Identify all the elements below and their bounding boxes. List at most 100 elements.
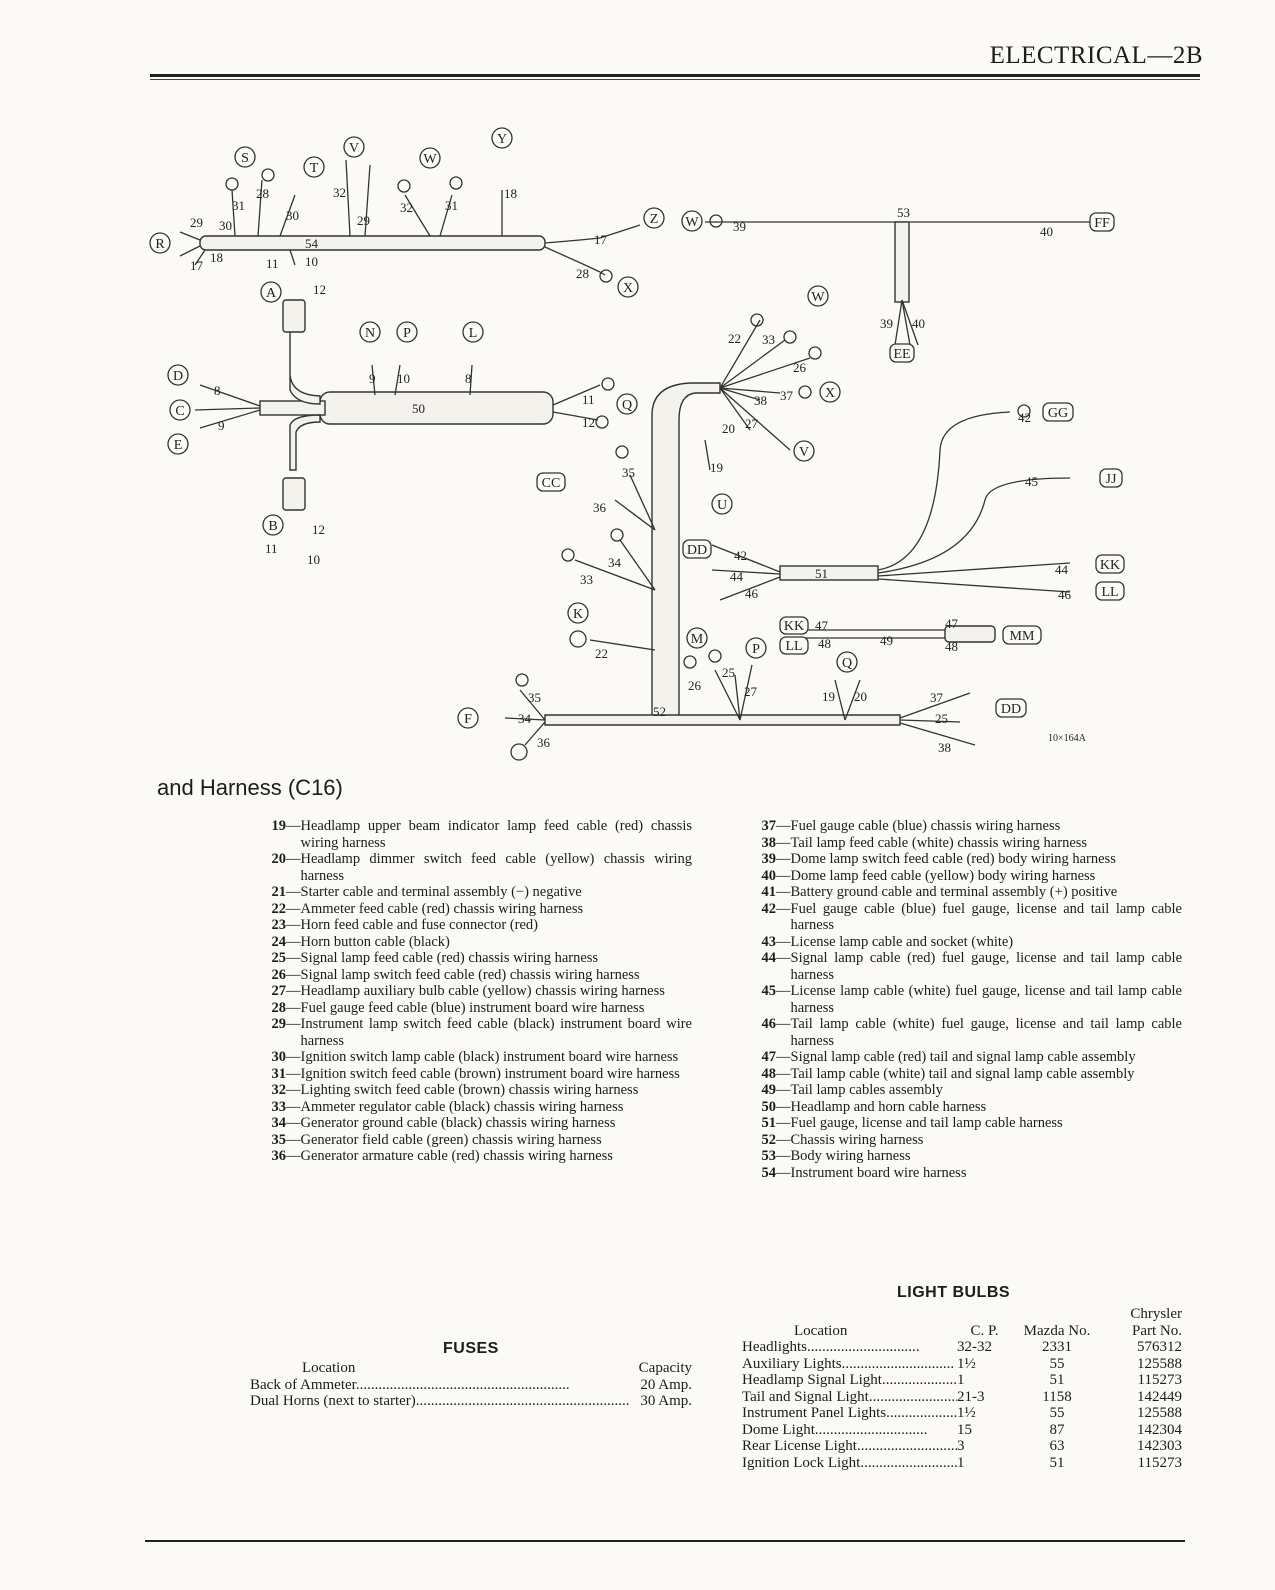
- svg-text:27: 27: [744, 684, 758, 699]
- svg-text:V: V: [349, 141, 359, 156]
- bulb-cp: 1½: [957, 1355, 976, 1372]
- legend-item: 22—Ammeter feed cable (red) chassis wiri…: [262, 901, 692, 918]
- bulb-part: 115273: [1137, 1372, 1182, 1388]
- bulb-cp: 1½: [957, 1405, 976, 1421]
- legend-item-number: 45: [761, 983, 777, 999]
- legend-item: 46—Tail lamp cable (white) fuel gauge, l…: [752, 1016, 1183, 1049]
- legend-item-text: Signal lamp cable (red) fuel gauge, lice…: [790, 950, 1183, 983]
- svg-text:28: 28: [576, 266, 589, 281]
- svg-text:K: K: [573, 607, 583, 622]
- svg-text:M: M: [691, 632, 704, 647]
- legend-item-number: 39: [761, 851, 777, 867]
- legend-item-text: Starter cable and terminal assembly (−) …: [300, 884, 582, 900]
- bulb-location: Tail and Signal Light: [742, 1388, 869, 1405]
- svg-text:52: 52: [653, 704, 666, 719]
- svg-text:36: 36: [593, 500, 607, 515]
- legend-item-number: 36: [271, 1148, 287, 1164]
- svg-text:37: 37: [780, 388, 794, 403]
- svg-text:53: 53: [897, 205, 910, 220]
- svg-text:50: 50: [412, 401, 425, 416]
- label-W-body: W: [681, 210, 703, 232]
- label-E: E: [167, 433, 189, 455]
- legend-item-text: Ignition switch feed cable (brown) instr…: [300, 1065, 680, 1082]
- svg-text:X: X: [623, 281, 633, 296]
- label-N: N: [359, 321, 381, 343]
- legend-item: 28—Fuel gauge feed cable (blue) instrume…: [262, 1000, 692, 1017]
- svg-text:Y: Y: [497, 132, 507, 147]
- svg-text:L: L: [469, 326, 478, 341]
- legend-item-number: 27: [271, 983, 287, 999]
- legend-item-number: 31: [271, 1065, 287, 1082]
- bulb-location: Rear License Light: [742, 1438, 857, 1454]
- bulb-row: Instrument Panel Lights.................…: [742, 1405, 1182, 1422]
- label-KK: KK: [1095, 554, 1125, 574]
- svg-text:19: 19: [710, 460, 723, 475]
- legend-item-text: Tail lamp cable (white) tail and signal …: [790, 1065, 1135, 1082]
- legend-item: 38—Tail lamp feed cable (white) chassis …: [752, 835, 1182, 852]
- legend-item: 29—Instrument lamp switch feed cable (bl…: [262, 1016, 693, 1049]
- legend-item-number: 46: [761, 1016, 777, 1032]
- svg-text:17: 17: [190, 258, 204, 273]
- svg-text:17: 17: [594, 232, 608, 247]
- svg-text:38: 38: [938, 740, 951, 755]
- svg-text:12: 12: [312, 522, 325, 537]
- fuse-row: Back of Ammeter.........................…: [250, 1377, 692, 1394]
- legend-item-number: 50: [761, 1098, 777, 1115]
- legend-item-number: 52: [761, 1131, 777, 1148]
- legend-item-number: 42: [761, 900, 777, 917]
- bulb-location: Headlights: [742, 1339, 807, 1355]
- legend-item: 48—Tail lamp cable (white) tail and sign…: [752, 1066, 1182, 1083]
- label-W-chassis: W: [807, 285, 829, 307]
- legend-item-text: License lamp cable (white) fuel gauge, l…: [790, 983, 1183, 1016]
- label-F: F: [457, 707, 479, 729]
- fuses-col-capacity: Capacity: [638, 1360, 692, 1376]
- svg-text:B: B: [268, 519, 277, 534]
- dot-leader: ..............................: [886, 1405, 957, 1421]
- svg-text:18: 18: [210, 250, 223, 265]
- svg-text:40: 40: [1040, 224, 1053, 239]
- legend-item-text: Headlamp auxiliary bulb cable (yellow) c…: [300, 983, 665, 999]
- legend-item-number: 22: [271, 900, 287, 917]
- svg-text:46: 46: [1058, 587, 1072, 602]
- bulb-cp: 3: [957, 1438, 965, 1454]
- fuses-table: Location Capacity Back of Ammeter.......…: [250, 1360, 692, 1410]
- svg-text:26: 26: [793, 360, 807, 375]
- legend-right: 37—Fuel gauge cable (blue) chassis wirin…: [752, 818, 1183, 1181]
- legend-item: 24—Horn button cable (black): [262, 934, 692, 951]
- svg-text:12: 12: [313, 282, 326, 297]
- svg-text:31: 31: [232, 198, 245, 213]
- legend-item: 43—License lamp cable and socket (white): [752, 934, 1182, 951]
- label-Y: Y: [491, 127, 513, 149]
- bulb-part: 115273: [1137, 1454, 1182, 1471]
- legend-item-text: Fuel gauge cable (blue) fuel gauge, lice…: [790, 900, 1183, 934]
- svg-text:GG: GG: [1048, 406, 1068, 421]
- bulb-mazda: 2331: [1042, 1339, 1072, 1355]
- legend-item-text: Ammeter feed cable (red) chassis wiring …: [300, 900, 584, 917]
- bulb-part: 576312: [1137, 1339, 1182, 1355]
- svg-text:39: 39: [733, 219, 746, 234]
- svg-text:47: 47: [815, 618, 829, 633]
- svg-text:48: 48: [945, 639, 958, 654]
- legend-item-number: 23: [271, 917, 287, 933]
- fuses-col-location: Location: [302, 1360, 356, 1376]
- legend-item: 50—Headlamp and horn cable harness: [752, 1099, 1182, 1116]
- svg-text:32: 32: [400, 200, 413, 215]
- bulb-mazda: 51: [1049, 1372, 1065, 1388]
- legend-item-number: 25: [271, 950, 287, 966]
- svg-text:W: W: [685, 215, 699, 230]
- harness-51: [779, 565, 879, 581]
- legend-item: 27—Headlamp auxiliary bulb cable (yellow…: [262, 983, 692, 1000]
- legend-item-text: License lamp cable and socket (white): [790, 933, 1014, 950]
- svg-text:26: 26: [688, 678, 702, 693]
- svg-text:F: F: [464, 712, 472, 727]
- legend-item-number: 54: [761, 1164, 777, 1181]
- svg-text:35: 35: [528, 690, 541, 705]
- svg-text:28: 28: [256, 186, 269, 201]
- fuse-row: Dual Horns (next to starter)............…: [250, 1393, 692, 1410]
- legend-item: 23—Horn feed cable and fuse connector (r…: [262, 917, 692, 934]
- label-LL: LL: [1095, 581, 1125, 601]
- label-GG: GG: [1042, 402, 1074, 422]
- legend-item-number: 43: [761, 933, 777, 950]
- legend-item: 42—Fuel gauge cable (blue) fuel gauge, l…: [752, 900, 1183, 934]
- legend-item-number: 30: [271, 1049, 287, 1065]
